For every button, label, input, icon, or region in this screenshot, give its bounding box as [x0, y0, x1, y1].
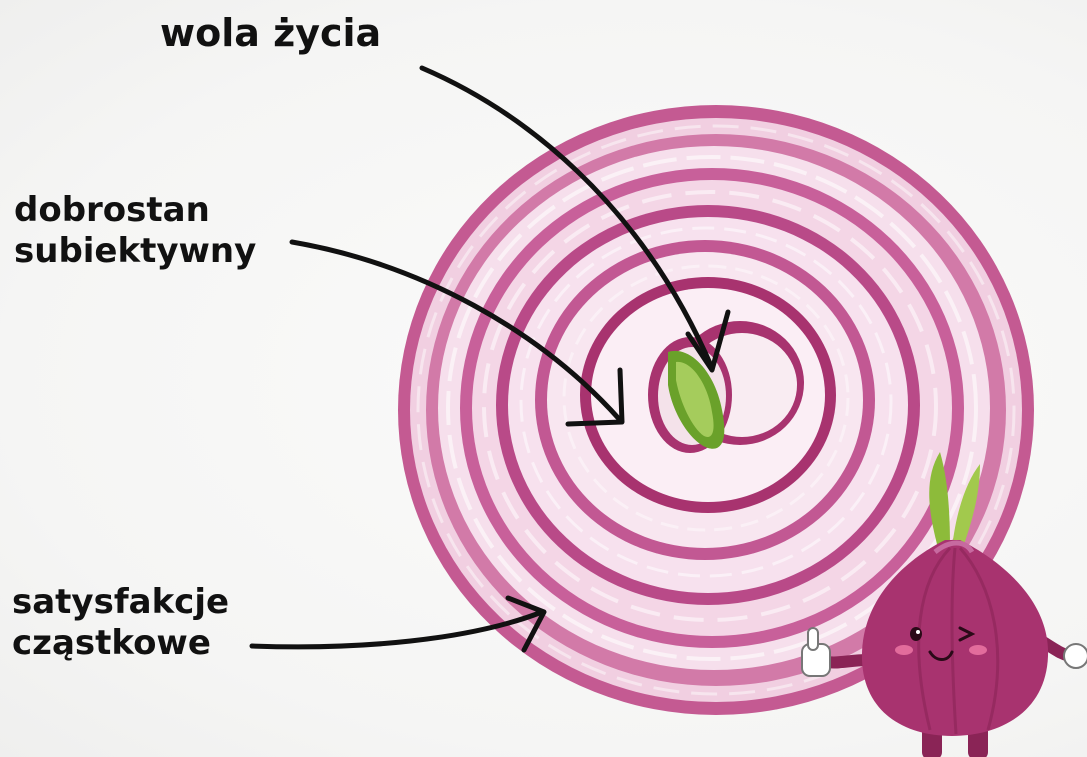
label-dobrostan-subiektywny: dobrostan subiektywny	[14, 190, 256, 273]
label-satysfakcje-czastkowe: satysfakcje cząstkowe	[12, 582, 229, 665]
arrow-wola-zycia	[422, 68, 728, 370]
arrow-satysfakcje-czastkowe	[252, 598, 544, 650]
label-satysfakcje-line-1: satysfakcje	[12, 582, 229, 623]
label-wola-zycia: wola życia	[160, 10, 381, 56]
label-dobrostan-line-2: subiektywny	[14, 231, 256, 272]
label-dobrostan-line-1: dobrostan	[14, 190, 256, 231]
arrow-dobrostan-subiektywny	[292, 242, 622, 424]
label-satysfakcje-line-2: cząstkowe	[12, 623, 229, 664]
label-wola-zycia-line-1: wola życia	[160, 10, 381, 56]
